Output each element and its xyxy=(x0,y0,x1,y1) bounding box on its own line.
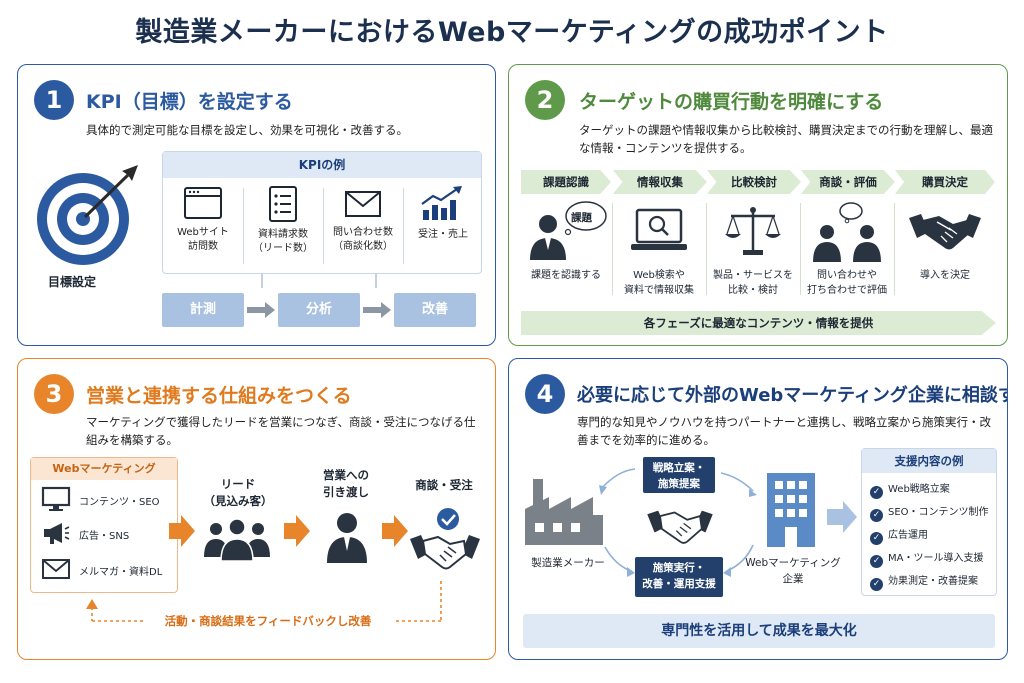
check-icon: ✓ xyxy=(870,578,883,591)
kpi-examples: KPIの例 Webサイト 訪問数 資料請求数 （リード数） 問い合わせ数 （商談… xyxy=(162,151,482,274)
support-item: ✓効果測定・改善提案 xyxy=(870,573,996,591)
section-desc: マーケティングで獲得したリードを営業につなぎ、商談・受注につなげる仕組みを構築す… xyxy=(86,415,476,447)
cycle-measure: 計測 xyxy=(162,293,244,327)
kpi-connector xyxy=(261,274,377,288)
execution-box: 施策実行・ 改善・運用支援 xyxy=(635,557,723,597)
channel-item: メルマガ・資料DL xyxy=(41,556,176,586)
handshake-check-icon xyxy=(410,508,480,570)
feedback-loop xyxy=(86,581,442,622)
section-desc: 専門的な知見やノウハウを持つパートナーと連携し、戦略立案から施策実行・改善までを… xyxy=(577,415,991,447)
meeting-icon xyxy=(813,202,881,262)
phase-3: 比較検討 xyxy=(707,170,801,194)
growth-chart-icon xyxy=(421,186,462,220)
section-kpi: 1 KPI（目標）を設定する 具体的で測定可能な目標を設定し、効果を可視化・改善… xyxy=(17,64,496,346)
section-desc: 具体的で測定可能な目標を設定し、効果を可視化・改善する。 xyxy=(86,123,408,137)
check-icon: ✓ xyxy=(870,486,883,499)
target-icon xyxy=(37,165,138,265)
step-number-1: 1 xyxy=(34,80,74,120)
channel-item: 広告・SNS xyxy=(41,520,176,550)
agency-building-icon xyxy=(767,473,815,547)
section-title: 必要に応じて外部のWebマーケティング企業に相談する xyxy=(577,385,1008,406)
people-group-icon xyxy=(204,518,270,562)
check-icon: ✓ xyxy=(870,509,883,522)
flow-handoff-label: 営業への 引き渡し xyxy=(323,468,369,499)
arrow-right-icon xyxy=(363,302,391,318)
sales-person-icon xyxy=(327,513,367,563)
kpi-item: Webサイト 訪問数 xyxy=(163,186,243,268)
document-list-icon xyxy=(269,186,297,222)
phase-detail-1: 課題 課題を認識する xyxy=(520,198,612,303)
arrow-right-icon xyxy=(284,515,310,547)
envelope-icon xyxy=(42,559,70,579)
page-title: 製造業メーカーにおけるWebマーケティングの成功ポイント xyxy=(135,17,889,48)
cycle-analyze: 分析 xyxy=(278,293,360,327)
section-external-partner: 4 必要に応じて外部のWebマーケティング企業に相談する 専門的な知見やノウハウ… xyxy=(508,358,1008,660)
browser-window-icon xyxy=(184,187,222,219)
phase-detail-4: 問い合わせや 打ち合わせで評価 xyxy=(801,198,893,303)
phase-detail-3: 製品・サービスを 比較・検討 xyxy=(707,198,799,303)
feedback-text: 活動・商談結果をフィードバックし改善 xyxy=(164,614,372,628)
section-title: 営業と連携する仕組みをつくる xyxy=(86,385,352,407)
web-marketing-title: Webマーケティング xyxy=(31,458,177,480)
cycle-improve: 改善 xyxy=(394,293,476,327)
support-item: ✓SEO・コンテンツ制作 xyxy=(870,504,996,522)
person-thinking-icon xyxy=(530,201,607,260)
section-title: KPI（目標）を設定する xyxy=(86,91,293,113)
maker-label: 製造業メーカー xyxy=(531,557,605,569)
arrow-right-icon xyxy=(169,515,195,547)
support-item: ✓Web戦略立案 xyxy=(870,481,996,499)
check-icon: ✓ xyxy=(870,555,883,568)
check-icon: ✓ xyxy=(870,532,883,545)
phase-5: 購買決定 xyxy=(895,170,995,194)
channel-item: コンテンツ・SEO xyxy=(41,486,176,516)
bubble-text: 課題 xyxy=(571,212,592,224)
handshake-icon xyxy=(647,510,713,544)
strategy-box: 戦略立案・ 施策提案 xyxy=(643,457,715,493)
step-number-4: 4 xyxy=(525,374,565,414)
monitor-icon xyxy=(41,486,71,511)
section-title: ターゲットの購買行動を明確にする xyxy=(579,91,884,113)
outcome-banner: 専門性を活用して成果を最大化 xyxy=(523,614,995,648)
flow-lead-label: リード （見込み客） xyxy=(203,477,273,508)
envelope-icon xyxy=(345,191,381,217)
support-item: ✓広告運用 xyxy=(870,527,996,545)
step-number-3: 3 xyxy=(34,374,74,414)
phase-detail-2: Web検索や 資料で情報収集 xyxy=(613,198,705,303)
phase-1: 課題認識 xyxy=(521,170,611,194)
section-buying-behavior: 2 ターゲットの購買行動を明確にする ターゲットの課題や情報収集から比較検討、購… xyxy=(508,64,1008,346)
phase-detail-5: 導入を決定 xyxy=(899,198,991,303)
megaphone-icon xyxy=(44,523,70,544)
phase-summary: 各フェーズに最適なコンテンツ・情報を提供 xyxy=(521,311,996,335)
section-desc: ターゲットの課題や情報収集から比較検討、購買決定までの行動を理解し、最適な情報・… xyxy=(579,123,993,155)
target-label: 目標設定 xyxy=(48,275,97,289)
flow-deal-label: 商談・受注 xyxy=(415,478,473,492)
kpi-header: KPIの例 xyxy=(163,152,481,178)
support-list: 支援内容の例 ✓Web戦略立案 ✓SEO・コンテンツ制作 ✓広告運用 ✓MA・ツ… xyxy=(861,448,997,596)
factory-icon xyxy=(525,479,603,545)
kpi-item: 問い合わせ数 （商談化数） xyxy=(323,186,403,268)
arrow-right-icon xyxy=(247,302,275,318)
kpi-item: 資料請求数 （リード数） xyxy=(243,186,323,268)
support-title: 支援内容の例 xyxy=(862,449,996,473)
exchange-arrows xyxy=(599,468,857,577)
section-sales-collaboration: 3 営業と連携する仕組みをつくる マーケティングで獲得したリードを営業につなぎ、… xyxy=(17,358,496,660)
handshake-icon xyxy=(909,214,981,250)
support-item: ✓MA・ツール導入支援 xyxy=(870,550,996,568)
balance-scale-icon xyxy=(725,207,781,255)
phase-2: 情報収集 xyxy=(613,170,707,194)
step-number-2: 2 xyxy=(525,80,565,120)
laptop-search-icon xyxy=(631,208,687,250)
phase-4: 商談・評価 xyxy=(801,170,895,194)
web-marketing-box: Webマーケティング コンテンツ・SEO 広告・SNS メルマガ・資料DL xyxy=(30,457,178,593)
arrow-right-icon xyxy=(382,515,408,547)
kpi-item: 受注・売上 xyxy=(403,186,483,268)
agency-label: Webマーケティング 企業 xyxy=(745,557,841,585)
